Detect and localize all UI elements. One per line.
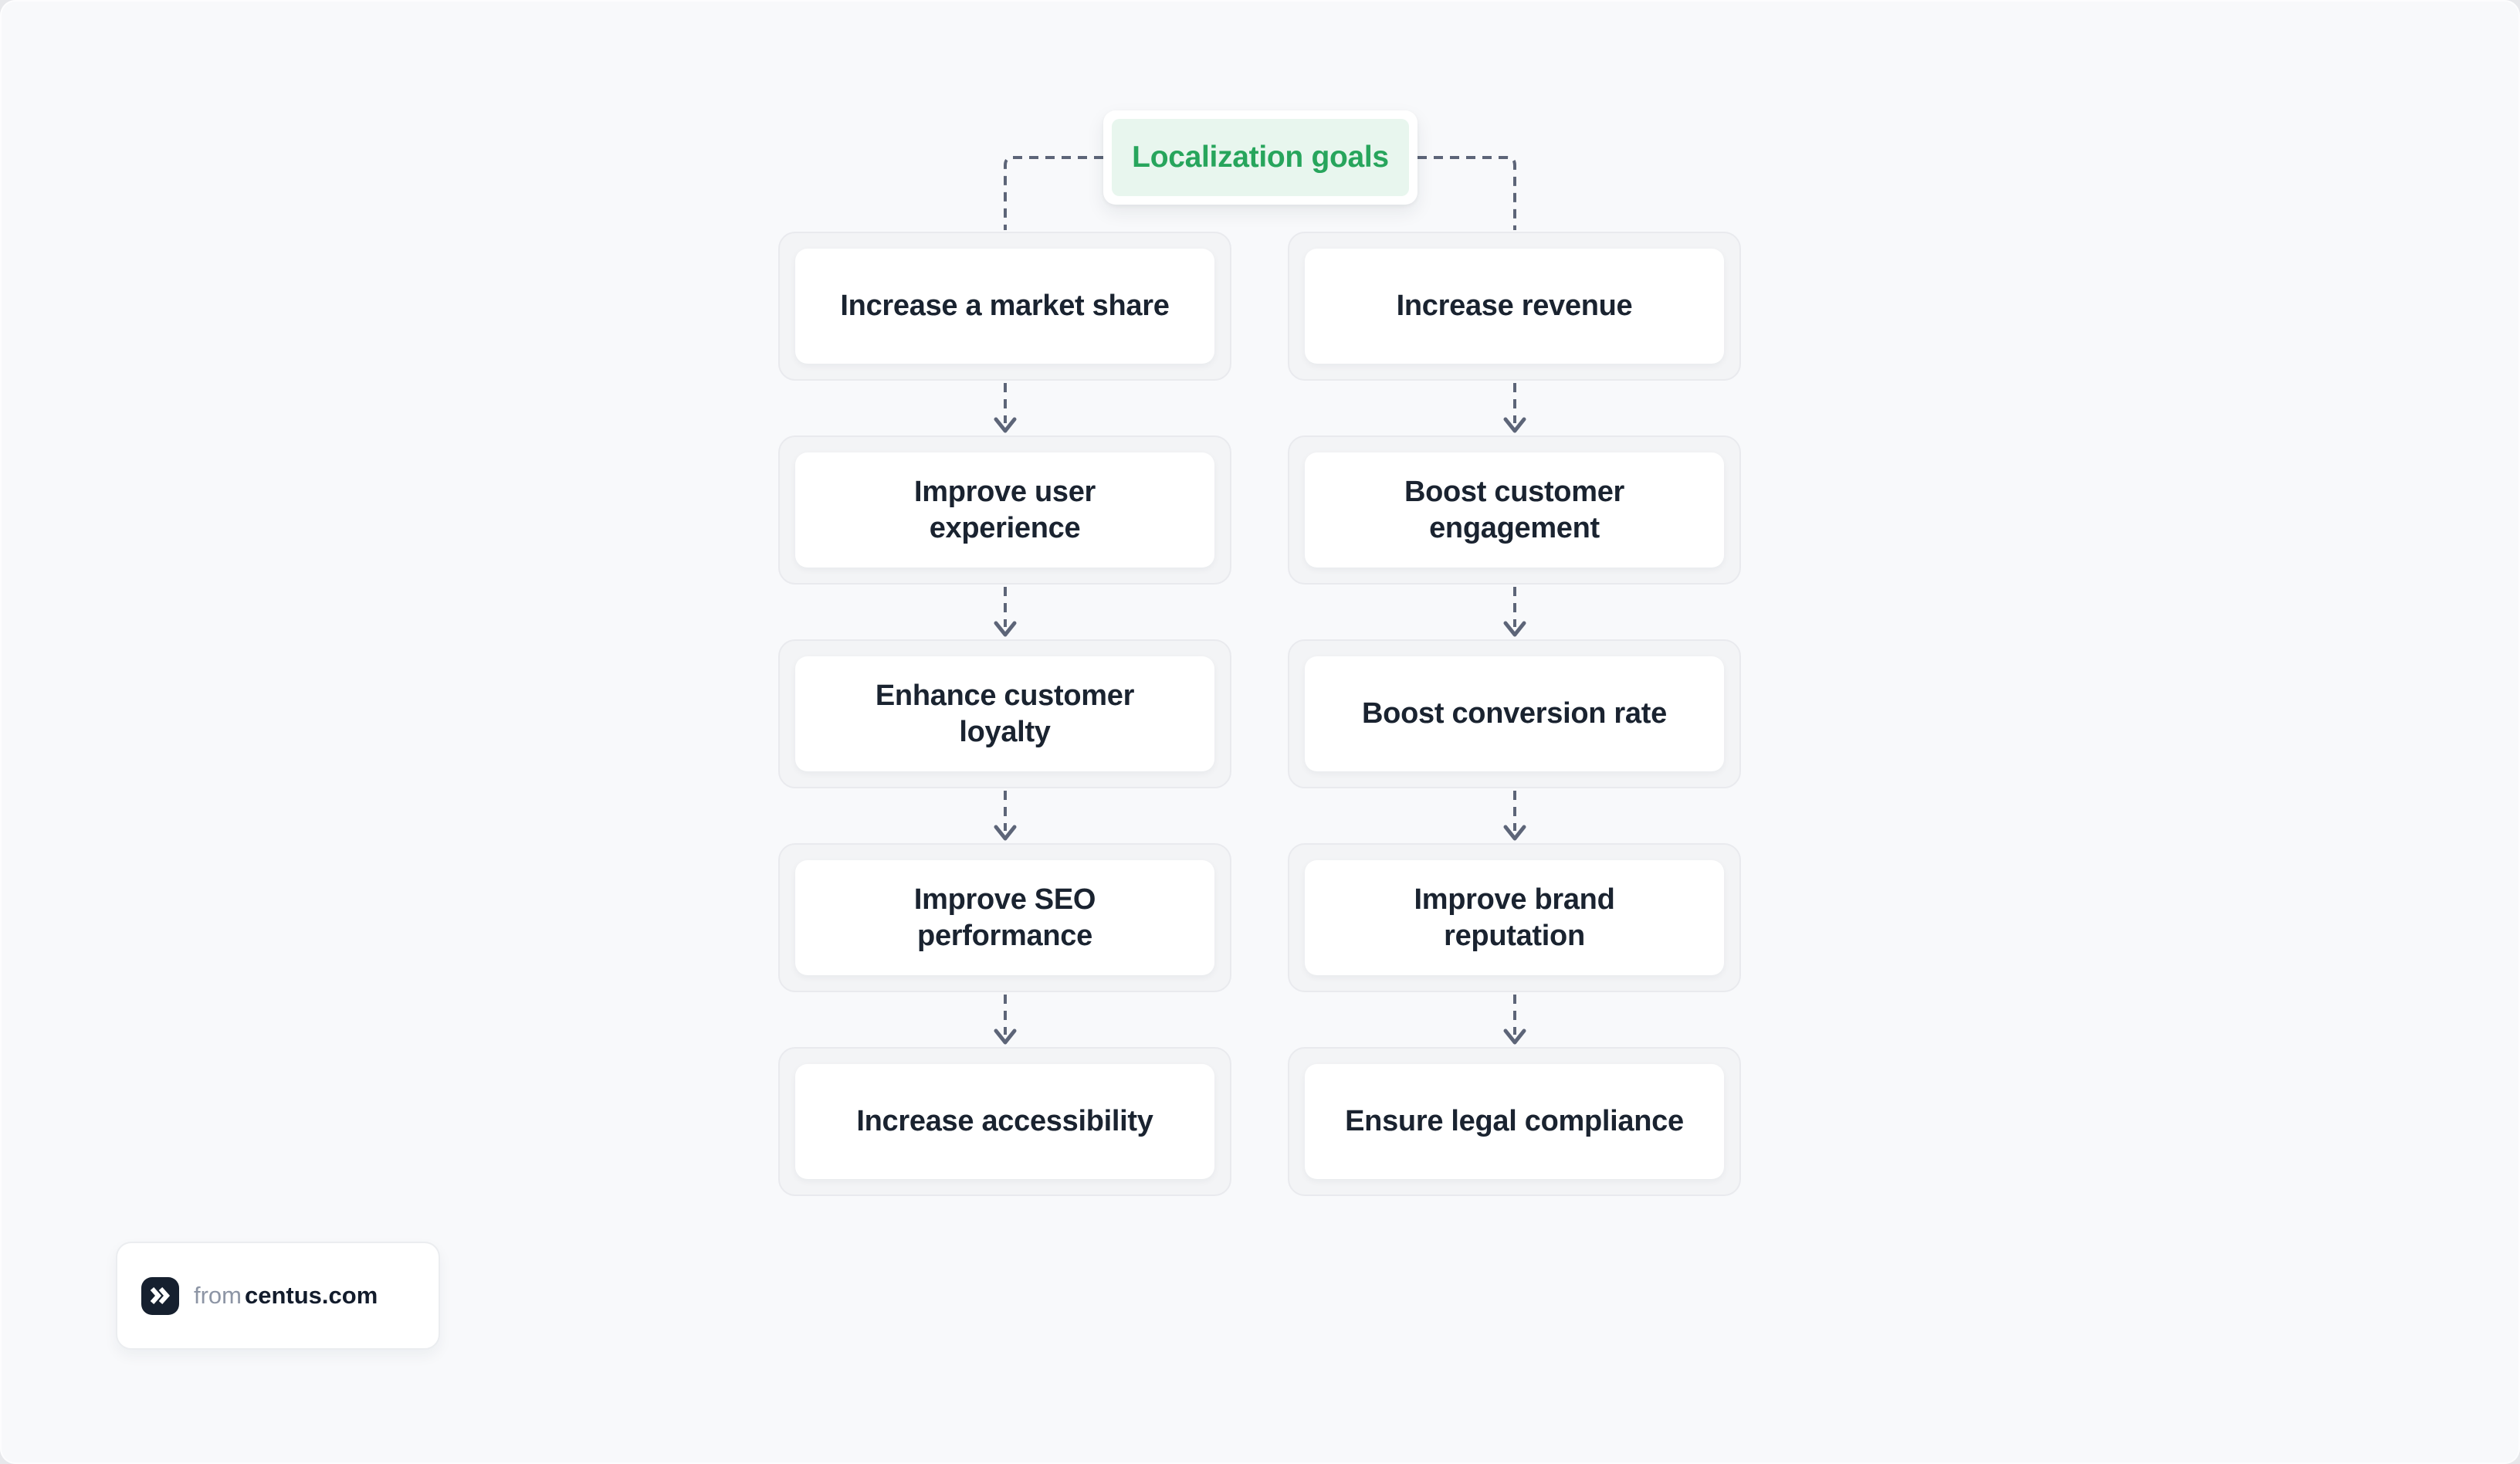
goal-node-label: Boost conversion rate xyxy=(1305,656,1724,771)
goal-node-label: Boost customer engagement xyxy=(1305,452,1724,568)
root-node-localization-goals: Localization goals xyxy=(1103,110,1418,205)
goal-node-improve-user-experience: Improve user experience xyxy=(778,435,1231,585)
goal-node-label: Improve brand reputation xyxy=(1305,860,1724,975)
arrowhead-left-2 xyxy=(994,621,1017,637)
goal-node-ensure-legal-compliance: Ensure legal compliance xyxy=(1288,1047,1741,1196)
goal-node-label: Ensure legal compliance xyxy=(1305,1064,1724,1179)
double-chevron-right-icon xyxy=(141,1276,179,1315)
goal-node-label: Improve SEO performance xyxy=(795,860,1214,975)
goal-node-label: Enhance customer loyalty xyxy=(795,656,1214,771)
attribution-prefix: from xyxy=(194,1282,242,1309)
goal-node-increase-market-share: Increase a market share xyxy=(778,232,1231,381)
goal-node-label: Increase accessibility xyxy=(795,1064,1214,1179)
goal-node-improve-seo-performance: Improve SEO performance xyxy=(778,843,1231,992)
goal-node-label: Increase revenue xyxy=(1305,249,1724,364)
goal-node-improve-brand-reputation: Improve brand reputation xyxy=(1288,843,1741,992)
goal-node-label: Improve user experience xyxy=(795,452,1214,568)
arrowhead-right-1 xyxy=(1503,417,1526,433)
goal-node-increase-revenue: Increase revenue xyxy=(1288,232,1741,381)
root-node-label: Localization goals xyxy=(1112,119,1409,196)
arrowhead-left-1 xyxy=(994,417,1017,433)
attribution-site-link[interactable]: centus.com xyxy=(245,1282,378,1309)
goal-node-boost-customer-engagement: Boost customer engagement xyxy=(1288,435,1741,585)
goal-node-enhance-customer-loyalty: Enhance customer loyalty xyxy=(778,639,1231,788)
goal-node-label: Increase a market share xyxy=(795,249,1214,364)
arrowhead-right-3 xyxy=(1503,825,1526,841)
arrowhead-left-4 xyxy=(994,1029,1017,1045)
arrowhead-left-3 xyxy=(994,825,1017,841)
goal-node-increase-accessibility: Increase accessibility xyxy=(778,1047,1231,1196)
connector-root-left xyxy=(1004,156,1103,230)
arrowhead-right-4 xyxy=(1503,1029,1526,1045)
goal-node-boost-conversion-rate: Boost conversion rate xyxy=(1288,639,1741,788)
arrowhead-right-2 xyxy=(1503,621,1526,637)
connector-root-right xyxy=(1418,156,1516,230)
